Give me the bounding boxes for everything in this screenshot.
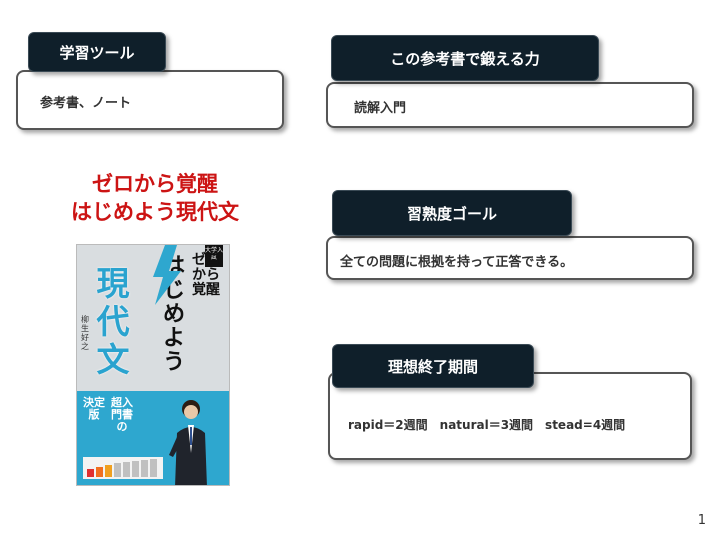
cover-series: ゼロから覚醒 [192,252,220,298]
book-title-line1: ゼロから覚醒 [92,172,218,196]
page-number: 1 [697,513,706,528]
cover-band-right: 超入門書の [111,396,133,433]
cover-band-left: 決定版 [83,396,105,421]
period-label: 理想終了期間 [332,344,534,388]
book-title-line2: はじめよう現代文 [71,200,239,224]
tools-label: 学習ツール [28,32,166,72]
tools-content: 参考書、ノート [40,96,132,111]
skills-label: この参考書で鍛える力 [331,35,599,81]
tools-content-box: 参考書、ノート [16,70,284,130]
cover-big-title: 現代文 [96,264,130,379]
lightning-icon [153,245,181,305]
skills-content-box: 読解入門 [326,82,694,128]
cover-badge: 大学入試 [205,245,223,267]
goal-content-box: 全ての問題に根拠を持って正答できる。 [326,236,694,280]
book-title: ゼロから覚醒 はじめよう現代文 [40,170,270,226]
skills-content: 読解入門 [354,101,407,116]
person-illustration [169,400,207,485]
book-cover-image: 大学入試 現代文 はじめよう ゼロから覚醒 柳生好之 決定版 超入門書の [76,244,230,486]
period-content: rapid＝2週間 natural＝3週間 stead=4週間 [348,418,626,432]
goal-content: 全ての問題に根拠を持って正答できる。 [340,255,574,270]
cover-author: 柳生好之 [81,315,89,351]
goal-label: 習熟度ゴール [332,190,572,236]
cover-level-meter [83,457,163,479]
